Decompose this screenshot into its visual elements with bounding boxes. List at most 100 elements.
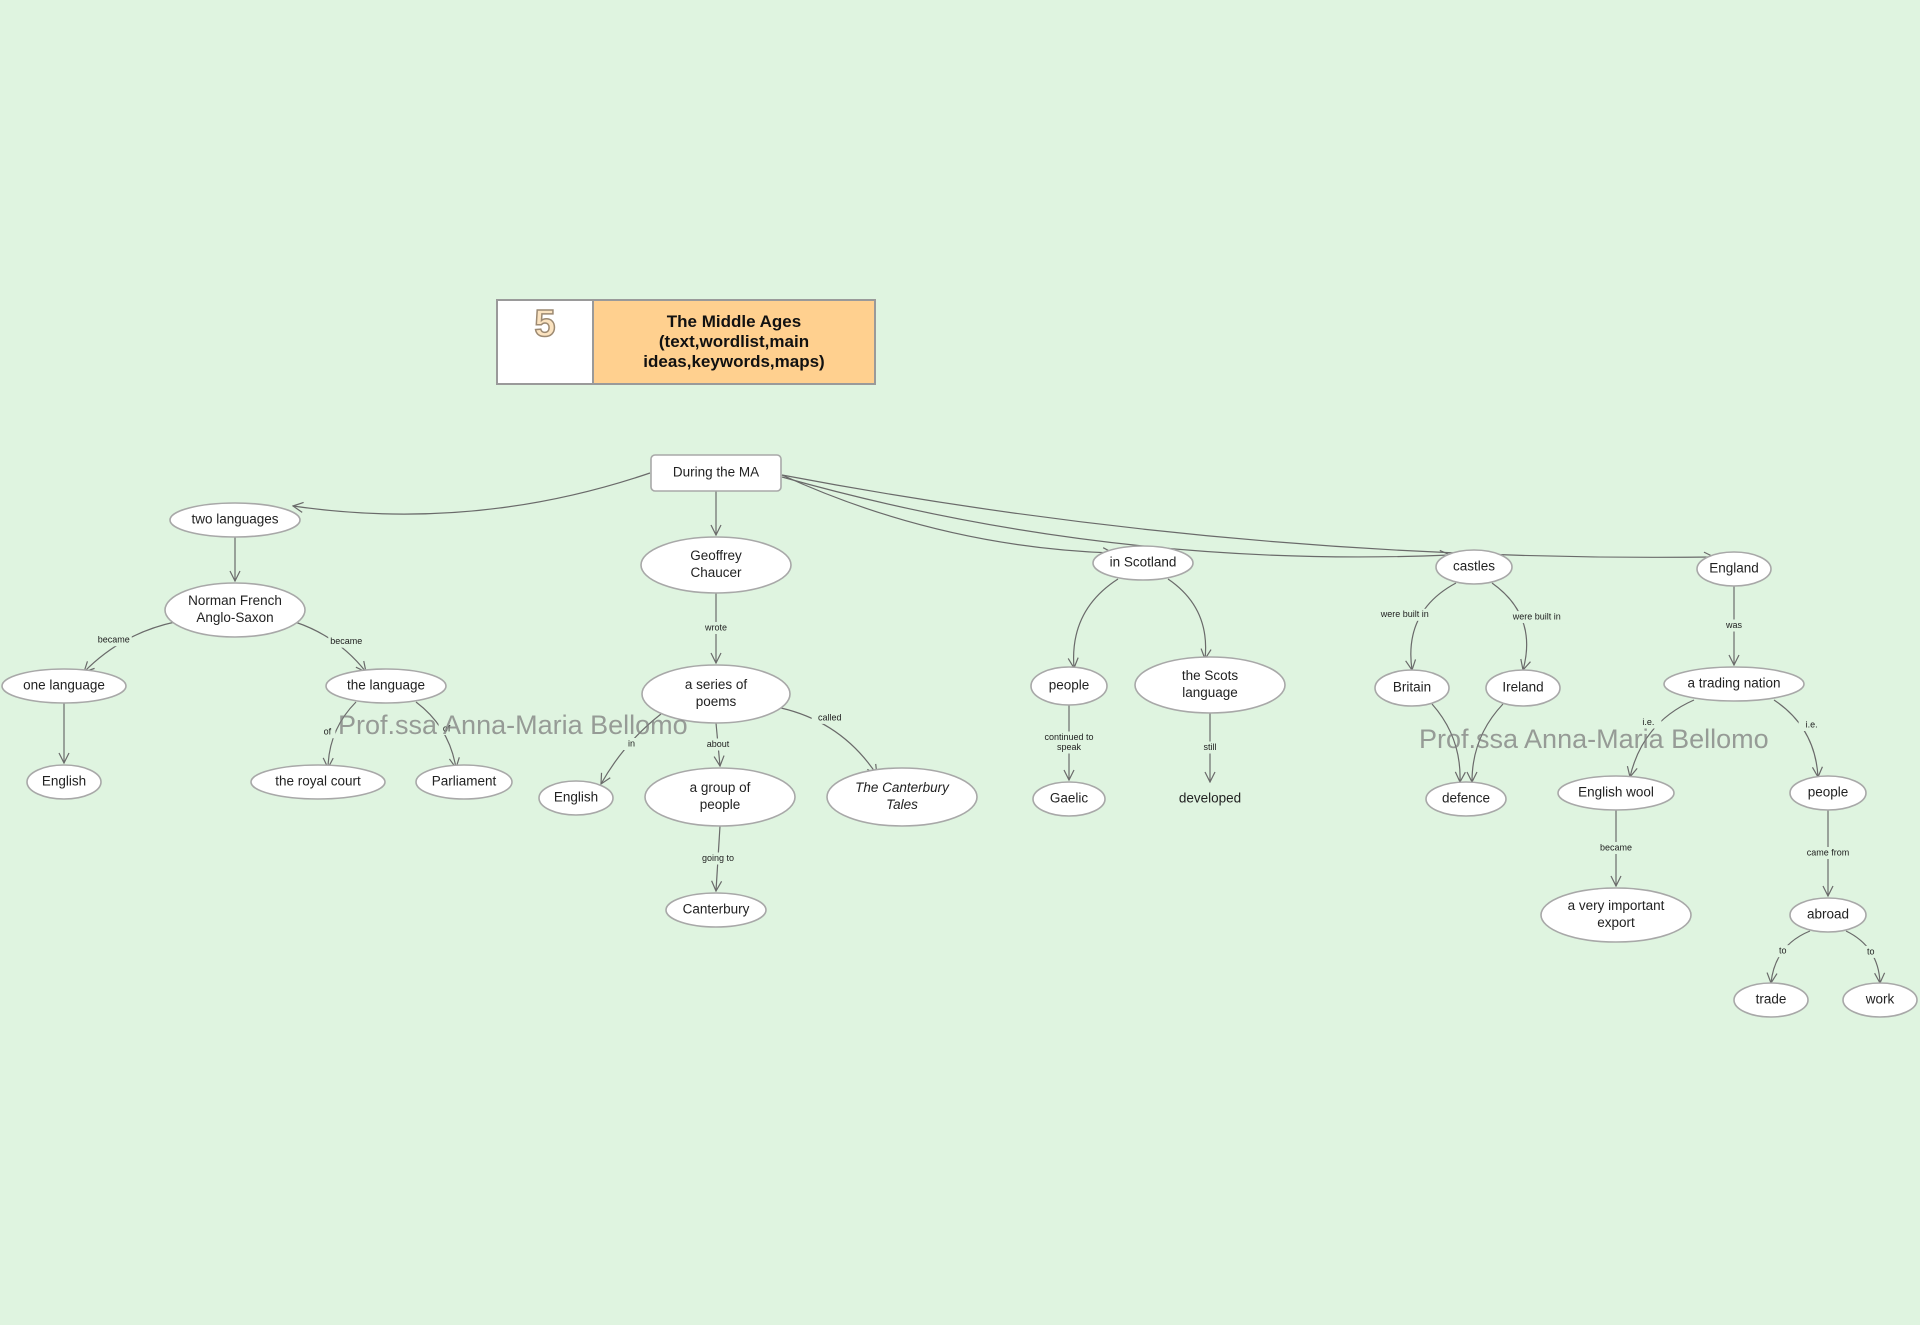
edge-in-scotland-to-scots-language [1167,578,1206,659]
concept-node-work[interactable]: work [1842,982,1918,1018]
edge-label-bg [811,711,848,724]
concept-node-english-wool[interactable]: English wool [1557,775,1675,811]
concept-node-gaelic[interactable]: Gaelic [1032,781,1106,817]
concept-node-root[interactable]: During the MA [650,454,782,492]
edge-castles-to-ireland [1491,582,1527,670]
svg-text:going to: going to [702,853,734,863]
concept-node-english-2[interactable]: English [538,780,614,816]
svg-text:wrote: wrote [704,622,727,632]
svg-text:became: became [330,636,362,646]
edge-the-language-to-royal-court [328,701,357,768]
svg-text:came from: came from [1807,847,1850,857]
node-shape [1374,669,1450,707]
node-shape [415,764,513,800]
node-shape [1435,549,1513,585]
svg-text:language: language [1182,685,1238,700]
concept-node-the-language[interactable]: the language [325,668,447,704]
node-shape [665,892,767,928]
svg-text:the Scots: the Scots [1182,668,1239,683]
node-shape [826,767,978,827]
edge-label-abroad-to-work: to [1862,945,1879,958]
node-shape [1030,666,1108,706]
svg-text:Anglo-Saxon: Anglo-Saxon [196,610,273,625]
node-label: castles [1453,559,1495,574]
concept-node-abroad[interactable]: abroad [1789,897,1867,933]
concept-node-trading-nation[interactable]: a trading nation [1663,666,1805,702]
edge-label-bg [1598,842,1634,854]
edge-castles-to-britain [1411,582,1457,670]
concept-node-royal-court[interactable]: the royal court [250,764,386,800]
svg-text:two languages: two languages [191,512,278,527]
node-shape [325,668,447,704]
svg-text:i.e.: i.e. [1642,717,1654,727]
node-label: abroad [1807,907,1849,922]
svg-text:became: became [98,635,130,645]
title-card: 5 The Middle Ages (text,wordlist,main id… [496,299,876,385]
concept-node-britain[interactable]: Britain [1374,669,1450,707]
svg-text:about: about [707,739,730,749]
node-label: English [42,774,86,789]
svg-text:people: people [700,797,741,812]
svg-text:poems: poems [696,694,737,709]
svg-text:trade: trade [1756,992,1787,1007]
concept-node-canterbury[interactable]: Canterbury [665,892,767,928]
svg-text:in Scotland: in Scotland [1110,555,1177,570]
concept-node-english-1[interactable]: English [26,764,102,800]
concept-node-people-eng[interactable]: people [1789,775,1867,811]
edge-label-abroad-to-trade: to [1774,945,1791,958]
svg-text:Chaucer: Chaucer [690,565,742,580]
node-label: people [1049,678,1090,693]
concept-node-two-languages[interactable]: two languages [169,502,301,538]
edge-label-bg [1723,619,1745,632]
concept-node-people-scot[interactable]: people [1030,666,1108,706]
concept-node-castles[interactable]: castles [1435,549,1513,585]
node-label: English wool [1578,785,1654,800]
concept-node-parliament[interactable]: Parliament [415,764,513,800]
svg-text:the language: the language [347,678,425,693]
edge-label-the-language-to-parliament: of [438,723,455,735]
concept-node-defence[interactable]: defence [1425,781,1507,817]
edge-label-bg [1036,731,1102,754]
edge-label-bg [1369,608,1441,621]
edge-label-group-of-people-to-canterbury: going to [695,852,741,865]
edge-label-series-of-poems-to-english-2: in [623,738,640,750]
edge-label-bg [1501,611,1573,624]
node-label: Gaelic [1050,791,1089,806]
node-label: the Scots language [1182,668,1239,700]
edge-label-bg [328,635,365,648]
edge-label-people-eng-to-abroad: came from [1802,847,1854,859]
edge-label-bg [700,622,732,634]
edge-label-bg [702,738,734,751]
concept-node-ireland[interactable]: Ireland [1485,669,1561,707]
svg-text:of: of [443,723,451,733]
edge-label-series-of-poems-to-canterbury-tales: called [811,711,848,724]
watermark-left: Prof.ssa Anna-Maria Bellomo [338,710,688,740]
node-shape [1789,775,1867,811]
svg-text:Gaelic: Gaelic [1050,791,1089,806]
node-label: the royal court [275,774,361,789]
concept-node-scots-language[interactable]: the Scots language [1134,656,1286,714]
concept-node-england[interactable]: England [1696,551,1772,587]
svg-text:called: called [818,712,842,722]
concept-node-one-language[interactable]: one language [1,668,127,704]
concept-node-trade[interactable]: trade [1733,982,1809,1018]
node-shape [1696,551,1772,587]
edge-label-bg [1802,847,1854,859]
edge-root-to-in-scotland [781,474,1113,553]
concept-node-developed[interactable]: developed [1179,791,1241,806]
concept-node-in-scotland[interactable]: in Scotland [1092,545,1194,581]
svg-text:Tales: Tales [886,797,918,812]
edge-label-bg [1862,945,1879,958]
svg-text:speak: speak [1057,742,1082,752]
edge-label-bg [1798,719,1825,731]
